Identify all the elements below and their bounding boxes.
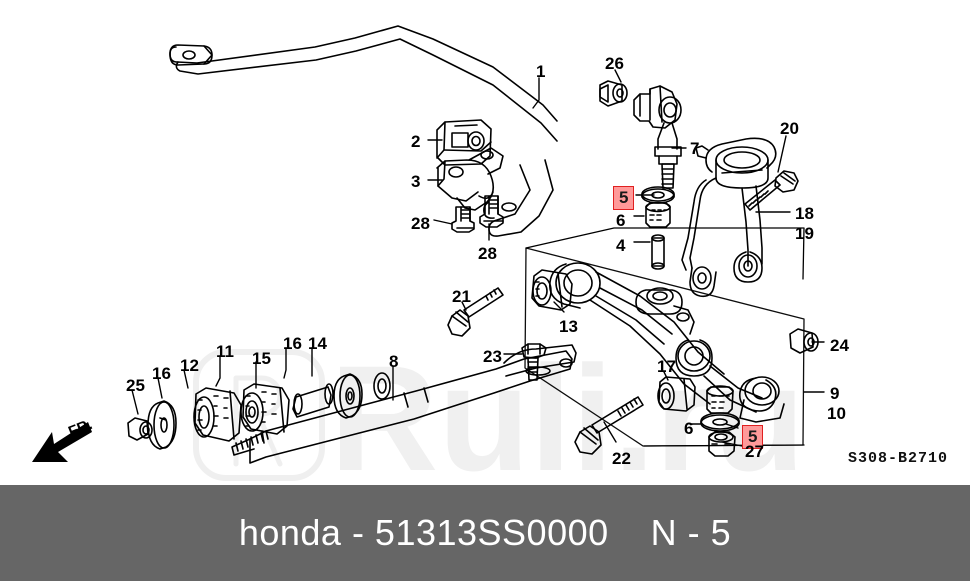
callout-10[interactable]: 10: [827, 404, 846, 423]
bushing-part-12: [193, 387, 242, 442]
callout-28[interactable]: 28: [478, 244, 497, 263]
callout-28[interactable]: 28: [411, 214, 430, 233]
washer-part-16-mid: [333, 373, 363, 419]
lower-control-arm-part-9-10: [524, 227, 805, 447]
washer-part-16-left: [147, 400, 177, 450]
footer-bar: honda - 51313SS0000 N - 5: [0, 485, 970, 581]
diagram-canvas: Ruli.ru: [32, 25, 948, 485]
nut-part-27: [708, 431, 736, 457]
callout-25[interactable]: 25: [126, 376, 145, 395]
callout-3[interactable]: 3: [411, 172, 421, 191]
callout-7[interactable]: 7: [690, 139, 700, 158]
stabilizer-holder-part-3: [436, 147, 504, 211]
stabilizer-bushing-part-2: [436, 119, 492, 166]
callout-22[interactable]: 22: [612, 449, 631, 468]
callout-2[interactable]: 2: [411, 132, 421, 151]
callout-21[interactable]: 21: [452, 287, 471, 306]
callout-11[interactable]: 11: [216, 342, 234, 361]
washer-part-5-lower: [700, 412, 740, 432]
nut-part-26: [599, 80, 628, 107]
callout-6[interactable]: 6: [684, 419, 694, 438]
leader-lines: [131, 69, 825, 447]
callout-6[interactable]: 6: [616, 211, 626, 230]
callout-16[interactable]: 16: [152, 364, 171, 383]
callout-5-highlighted[interactable]: 5: [613, 186, 635, 210]
bolt-part-21: [447, 287, 504, 337]
callout-4[interactable]: 4: [616, 236, 626, 255]
bolt-part-20: [744, 170, 799, 211]
diagram-code: S308-B2710: [847, 450, 948, 467]
stabilizer-link-part-7: [633, 85, 682, 189]
callout-23[interactable]: 23: [483, 347, 502, 366]
bolt-part-28-left: [451, 206, 475, 233]
footer-part-label: honda - 51313SS0000 N - 5: [238, 512, 732, 553]
bolt-part-22: [574, 396, 644, 455]
callout-17[interactable]: 17: [657, 357, 676, 376]
callout-1[interactable]: 1: [536, 62, 546, 81]
callout-5-highlighted[interactable]: 5: [742, 425, 764, 449]
callout-12[interactable]: 12: [180, 356, 199, 375]
bolt-part-28-right: [479, 195, 504, 228]
damper-fork-part-18-19: [681, 137, 777, 298]
callout-8[interactable]: 8: [389, 352, 399, 371]
callout-27[interactable]: 27: [745, 442, 764, 461]
front-direction-arrow: [32, 422, 92, 462]
bushing-part-11: [240, 383, 290, 435]
collar-part-4: [651, 234, 665, 270]
collar-part-15: [292, 383, 334, 418]
washer-part-14: [373, 372, 391, 400]
callout-24[interactable]: 24: [830, 336, 849, 355]
bushing-part-6-lower: [706, 385, 734, 414]
callout-18[interactable]: 18: [795, 204, 814, 223]
technical-drawing: Ruli.ru: [127, 25, 825, 485]
bushing-part-17: [657, 376, 696, 412]
svg-text:Ruli.ru: Ruli.ru: [330, 334, 805, 485]
callout-15[interactable]: 15: [252, 349, 271, 368]
callout-16[interactable]: 16: [283, 334, 302, 353]
bushing-part-6-upper: [645, 201, 671, 228]
callout-26[interactable]: 26: [605, 54, 624, 73]
stabilizer-bar-part-1: [169, 25, 558, 237]
callout-13[interactable]: 13: [559, 317, 578, 336]
radius-rod-part-8: [231, 344, 577, 464]
callout-19[interactable]: 19: [795, 224, 814, 243]
callout-20[interactable]: 20: [780, 119, 799, 138]
callout-14[interactable]: 14: [308, 334, 327, 353]
callout-9[interactable]: 9: [830, 384, 840, 403]
